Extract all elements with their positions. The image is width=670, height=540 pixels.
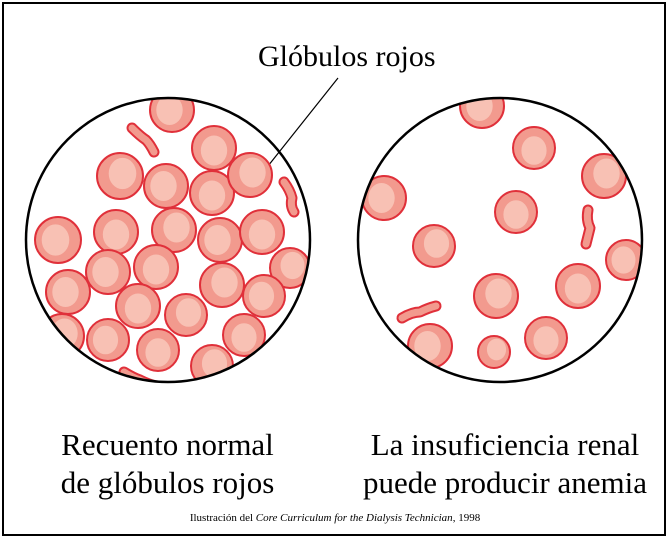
red-blood-cell <box>164 293 208 337</box>
red-blood-cell <box>459 98 505 129</box>
left-caption: Recuento normal de glóbulos rojos <box>30 426 305 502</box>
red-blood-cell <box>93 209 139 255</box>
red-blood-cell <box>473 273 519 319</box>
red-blood-cell <box>361 175 407 221</box>
red-blood-cell <box>197 217 243 263</box>
deformed-cell-fill <box>280 178 298 216</box>
red-blood-cell <box>85 249 131 295</box>
deformed-cell-fill <box>128 124 158 156</box>
red-blood-cell <box>45 269 91 315</box>
anemia-sample-circle <box>356 96 644 384</box>
red-blood-cell <box>191 125 237 171</box>
red-blood-cell <box>190 344 234 382</box>
red-blood-cell <box>199 262 245 308</box>
red-blood-cell <box>605 239 642 281</box>
left-caption-line-1: Recuento normal <box>61 427 274 462</box>
red-blood-cell <box>86 318 130 362</box>
red-blood-cell <box>239 209 285 255</box>
red-blood-cell <box>412 224 456 268</box>
credit-suffix: , 1998 <box>452 512 481 524</box>
red-blood-cell <box>494 190 538 234</box>
red-blood-cell <box>242 274 286 318</box>
right-caption-line-2: puede producir anemia <box>362 465 648 500</box>
normal-cell-sample <box>34 98 310 382</box>
red-blood-cell <box>149 98 195 133</box>
deformed-cell-fill <box>582 206 594 248</box>
red-blood-cell <box>222 313 266 357</box>
red-blood-cell <box>477 335 511 369</box>
credit-title: Core Curriculum for the Dialysis Technic… <box>255 512 453 524</box>
red-blood-cells-label: Glóbulos rojos <box>258 40 436 73</box>
red-blood-cell <box>34 216 82 264</box>
red-blood-cell <box>512 126 556 170</box>
red-blood-cell <box>96 152 144 200</box>
red-blood-cell <box>269 247 310 289</box>
deformed-cell-fill <box>398 302 440 322</box>
red-blood-cell <box>151 207 197 253</box>
red-blood-cell <box>581 153 627 199</box>
normal-sample-circle <box>24 96 312 384</box>
red-blood-cell <box>555 263 601 309</box>
red-blood-cell <box>189 170 235 216</box>
illustration-credit: Ilustración del Core Curriculum for the … <box>0 512 670 524</box>
red-blood-cell <box>407 323 453 369</box>
red-blood-cell <box>524 316 568 360</box>
red-blood-cell <box>143 163 189 209</box>
red-blood-cell <box>115 283 161 329</box>
left-caption-line-2: de glóbulos rojos <box>60 465 275 500</box>
right-caption-line-1: La insuficiencia renal <box>370 427 640 462</box>
credit-prefix: Ilustración del <box>189 512 254 524</box>
red-blood-cell <box>136 328 180 372</box>
right-caption: La insuficiencia renal puede producir an… <box>340 426 670 502</box>
anemia-cell-sample <box>361 98 642 369</box>
red-blood-cell <box>227 152 273 198</box>
red-blood-cell <box>133 244 179 290</box>
